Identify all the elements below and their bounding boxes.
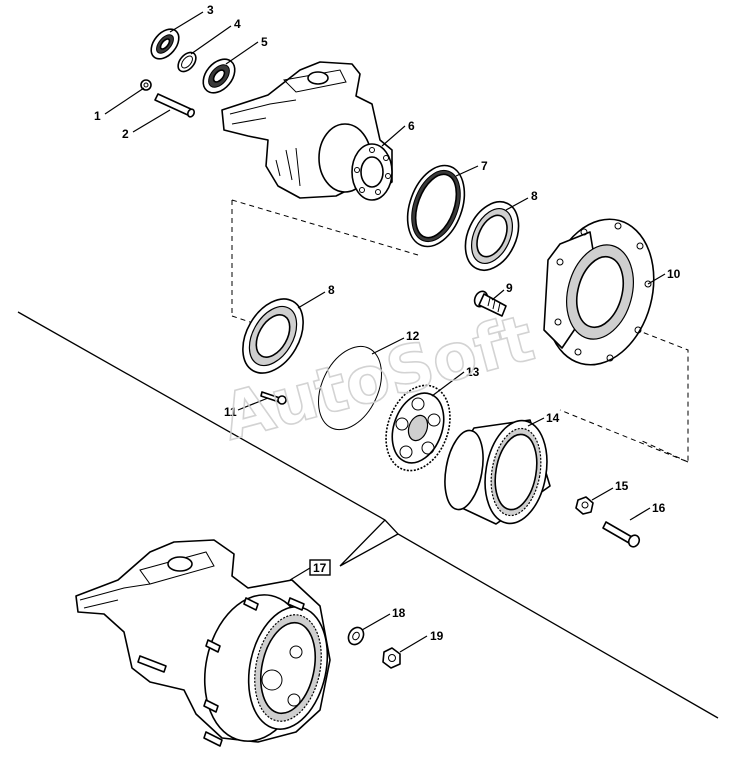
callout-18: 18 (392, 606, 406, 620)
part-11-screw (260, 391, 287, 405)
callout-13: 13 (466, 365, 480, 379)
callout-17-bracket (339, 519, 399, 567)
callout-8-upper: 8 (531, 189, 538, 203)
part-5-bearing (202, 58, 236, 94)
part-2-pin (154, 93, 196, 118)
callout-19: 19 (430, 629, 444, 643)
callout-12: 12 (406, 329, 420, 343)
callout-labels: 1 2 3 4 5 6 7 8 8 9 10 11 12 13 14 15 16… (94, 3, 681, 643)
part-16-bolt (602, 521, 641, 548)
part-7-large-seal (406, 164, 466, 248)
part-9-wheel-stud (473, 290, 507, 317)
callout-7: 7 (481, 159, 488, 173)
knuckle-bolt-holes (354, 147, 391, 195)
section-divider-line (17, 311, 719, 719)
part-3-seal (150, 28, 180, 60)
callout-17-box (309, 559, 331, 576)
callout-1: 1 (94, 109, 101, 123)
callout-9: 9 (506, 281, 513, 295)
callout-11: 11 (224, 405, 237, 419)
part-17-hub-assembly (75, 539, 331, 747)
part-1-grease-nipple (140, 79, 152, 91)
part-15-nut (575, 496, 594, 515)
callout-3: 3 (207, 3, 214, 17)
leader-lines (104, 11, 666, 653)
callout-8-lower: 8 (328, 283, 335, 297)
part-12-circlip (318, 345, 382, 431)
callout-2: 2 (122, 127, 129, 141)
assembly-dashed-outline (231, 199, 689, 463)
callout-15: 15 (615, 479, 629, 493)
callout-14: 14 (546, 411, 560, 425)
part-14-ring-gear (444, 419, 551, 525)
callout-16: 16 (652, 501, 666, 515)
part-8-bearing-lower (242, 298, 304, 374)
callout-5: 5 (261, 35, 268, 49)
hub-stud-holes (554, 222, 652, 362)
part-10-wheel-hub (543, 218, 655, 366)
callout-6: 6 (408, 119, 415, 133)
part-13-planet-carrier (385, 384, 451, 472)
part-4-o-ring (177, 51, 197, 73)
part-18-washer (347, 626, 365, 646)
part-6-steering-knuckle (221, 61, 393, 201)
callout-4: 4 (234, 17, 241, 31)
part-19-nut (382, 647, 401, 669)
callout-17: 17 (313, 561, 327, 575)
part-8-bearing-upper (464, 201, 520, 271)
assembly-studs (137, 597, 305, 747)
callout-10: 10 (667, 267, 681, 281)
